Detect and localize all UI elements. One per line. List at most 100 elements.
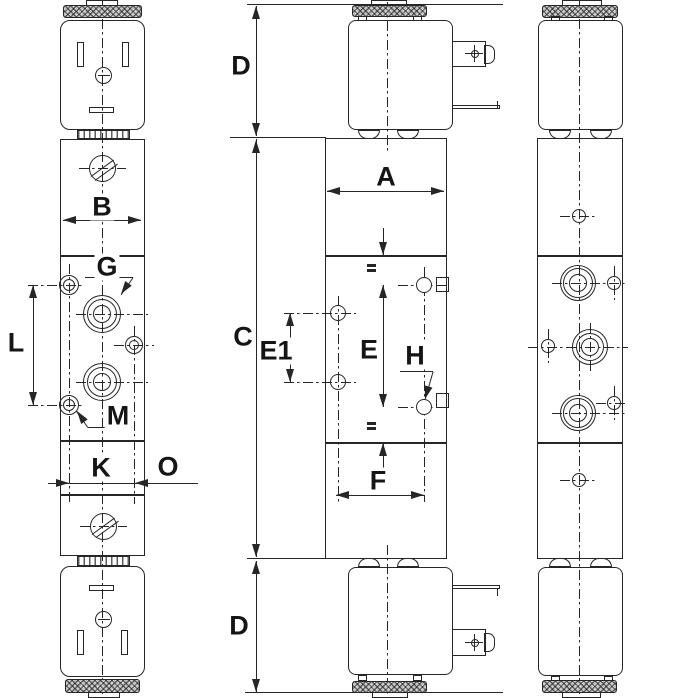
side-body-outline xyxy=(325,138,447,559)
dim-label-E: E xyxy=(357,334,381,365)
front-bottom-connector-slot-left xyxy=(77,630,84,655)
rear-bottom-interface-lug xyxy=(549,558,571,567)
rear-bottom-interface-lug xyxy=(590,558,612,567)
front-centerline-h xyxy=(28,285,84,287)
rear-section-line-2 xyxy=(537,442,623,444)
dim-label-D-top: D xyxy=(229,50,253,81)
front-port-2-inner xyxy=(93,373,111,391)
front-centerline-h xyxy=(28,405,84,407)
side-bottom-wire-end xyxy=(497,588,499,596)
dim-line-A xyxy=(327,191,444,193)
side-bottom-solenoid-body xyxy=(348,567,453,675)
rear-top-knurled-cap xyxy=(542,5,618,18)
front-port-2 xyxy=(83,363,121,401)
dim-line-B xyxy=(63,220,141,222)
front-body-outline xyxy=(60,139,145,556)
rear-port-top-inner xyxy=(569,274,587,292)
dim-label-L: L xyxy=(5,327,27,358)
dim-line-D-top xyxy=(256,6,258,136)
equal-mark xyxy=(367,422,376,425)
arrowhead xyxy=(431,187,444,195)
dim-label-O: O xyxy=(155,451,181,482)
extension-line xyxy=(247,4,503,6)
side-port-lug xyxy=(436,277,449,292)
front-pilot-hole-inner xyxy=(129,340,139,350)
rear-port-mid-inner xyxy=(581,338,599,356)
dim-label-B: B xyxy=(90,191,114,222)
rear-screw-hole xyxy=(572,473,586,487)
rear-section-line-1 xyxy=(537,255,623,257)
rear-port-bottom-mid xyxy=(563,398,593,428)
rear-port-top-mid xyxy=(563,268,593,298)
arrowhead xyxy=(252,544,260,557)
front-section-line-3 xyxy=(60,494,145,496)
front-bottom-connector-hslot xyxy=(89,585,114,591)
side-top-cable-connector-end xyxy=(484,45,495,64)
dim-line-D-bottom xyxy=(256,561,258,692)
side-centerline-h xyxy=(284,313,356,315)
dim-line-K-O xyxy=(48,483,198,485)
front-top-connector-hslot xyxy=(89,107,114,113)
rear-screw-hole xyxy=(572,209,586,223)
side-bottom-interface-lug xyxy=(358,558,380,567)
front-top-connector-body xyxy=(60,20,145,130)
front-mount-hole xyxy=(59,275,79,295)
arrowhead xyxy=(56,479,69,487)
arrowhead xyxy=(411,491,424,499)
side-bottom-interface-lug xyxy=(397,558,419,567)
front-section-line-2 xyxy=(60,440,145,442)
side-bottom-cable-connector-end xyxy=(484,633,495,652)
front-mount-hole-inner xyxy=(63,279,75,291)
front-bottom-knurled-cap xyxy=(65,679,140,693)
arrowhead xyxy=(128,216,141,224)
rear-port-bottom-inner xyxy=(569,404,587,422)
side-centerline-v xyxy=(424,267,426,502)
side-top-wire xyxy=(452,105,500,109)
dim-label-F: F xyxy=(367,465,389,496)
front-bottom-connector-screw xyxy=(95,611,112,628)
equal-mark xyxy=(367,269,376,272)
front-bottom-connector-body xyxy=(60,566,145,677)
rear-top-solenoid-body xyxy=(538,20,623,130)
front-top-connector-slot-left xyxy=(77,42,84,67)
dim-label-H: H xyxy=(403,340,427,371)
arrowhead xyxy=(379,242,387,255)
equal-mark xyxy=(367,427,376,430)
side-bottom-cable-connector xyxy=(452,629,486,656)
dim-label-C: C xyxy=(231,321,255,352)
side-centerline-v xyxy=(338,296,340,502)
leader-line-H xyxy=(400,371,433,373)
front-pilot-hole xyxy=(125,336,143,354)
arrowhead xyxy=(29,392,37,405)
arrowhead xyxy=(63,216,76,224)
side-solenoid-centerline xyxy=(387,545,389,696)
arrowhead xyxy=(327,187,340,195)
rear-port-top xyxy=(560,265,596,301)
rear-port-mid-mid xyxy=(576,333,604,361)
side-bottom-cap-post xyxy=(358,675,367,681)
extension-line xyxy=(230,137,326,139)
arrowhead xyxy=(286,369,294,382)
arrowhead xyxy=(336,491,349,499)
side-port-lug xyxy=(436,393,449,408)
arrowhead xyxy=(29,285,37,298)
arrowhead xyxy=(252,679,260,692)
dim-label-E1: E1 xyxy=(257,335,295,366)
front-bottom-screw xyxy=(90,513,117,540)
front-top-connector-screw xyxy=(95,67,112,84)
front-mount-hole-M-inner xyxy=(63,399,75,411)
rear-small-hole xyxy=(541,339,555,353)
front-mount-hole-M xyxy=(59,395,79,415)
side-top-cable-connector xyxy=(452,41,486,67)
side-solenoid-centerline xyxy=(387,2,389,152)
side-top-connector-screw-cross xyxy=(474,45,476,62)
arrowhead xyxy=(252,123,260,136)
arrowhead xyxy=(252,140,260,153)
side-pilot-port xyxy=(330,305,346,321)
front-top-screw xyxy=(89,155,116,182)
arrowhead xyxy=(252,6,260,19)
dim-label-M: M xyxy=(104,400,132,431)
rear-bottom-solenoid-body xyxy=(538,567,623,676)
rear-small-hole xyxy=(607,276,621,290)
arrowhead xyxy=(379,285,387,298)
